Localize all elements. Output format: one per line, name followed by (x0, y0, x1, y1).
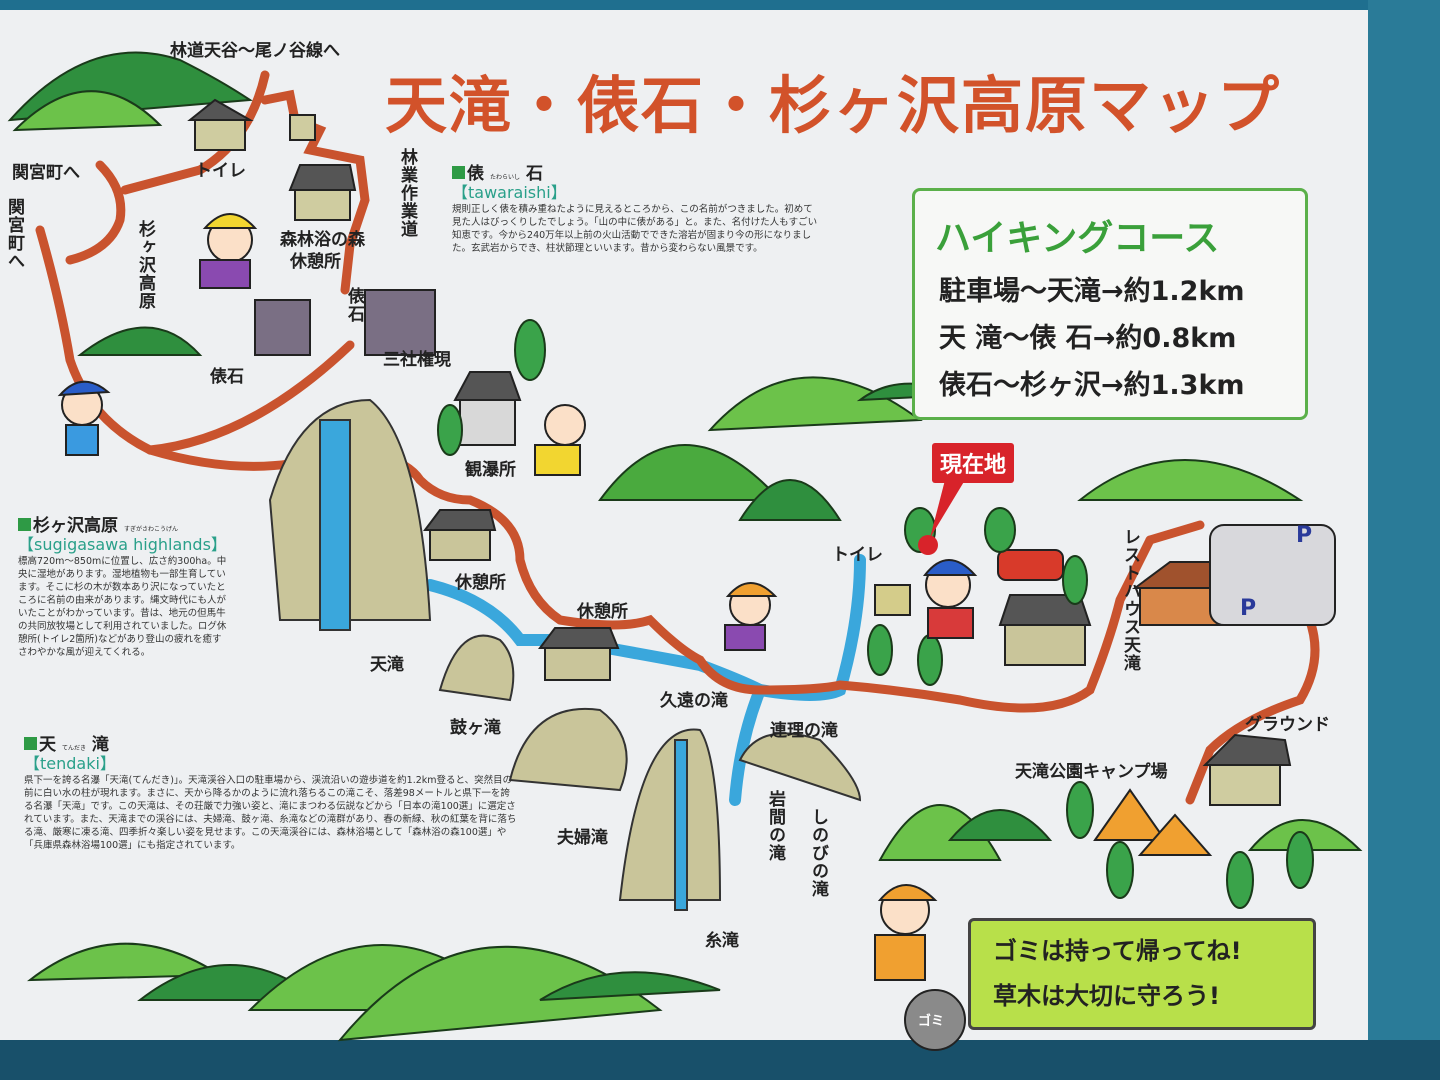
label-ground: グラウンド (1245, 715, 1330, 735)
waterfalls (268, 398, 862, 911)
notice-line: ゴミは持って帰ってね! (993, 937, 1242, 965)
hiking-course-heading: ハイキングコース (935, 218, 1220, 259)
label-kanbakusho: 観瀑所 (465, 460, 516, 480)
hiking-course-panel: ハイキングコース 駐車場～天滝→約1.2km 天 滝～俵 石→約0.8km 俵石… (912, 188, 1308, 420)
notice-panel: ゴミは持って帰ってね! 草木は大切に守ろう! (968, 918, 1316, 1030)
label-renri: 連理の滝 (770, 721, 838, 741)
label-sekinomiya: 関宮町へ (4, 198, 24, 270)
info-title: 杉ヶ沢高原 (33, 516, 118, 536)
label-sekinomiya: 関宮町へ (12, 163, 80, 183)
tawaraishi-rocks (254, 289, 436, 356)
label-rest-house: 休憩所 (577, 602, 628, 622)
mountains (7, 51, 1363, 1042)
garbage-bag-label: ゴミ (918, 1014, 945, 1029)
info-title: 石 (526, 164, 544, 184)
label-forest-road: 林業作業道 (397, 148, 417, 238)
label-shinobi: しのびの滝 (808, 808, 828, 898)
info-title: 天 (39, 735, 56, 755)
hiking-course-row: 駐車場～天滝→約1.2km (939, 276, 1245, 307)
label-tawaraishi: 俵石 (210, 367, 244, 387)
current-location-marker (918, 535, 938, 555)
label-tendaki: 天滝 (370, 655, 404, 675)
info-english: 【tendaki】 (24, 754, 116, 773)
info-title: 俵 (467, 164, 484, 184)
label-camp: 天滝公園キャンプ場 (1015, 762, 1168, 782)
label-sansha: 三社権現 (383, 350, 451, 370)
info-tawaraishi: 俵たわらいし石 【tawaraishi】 規則正しく俵を積み重ねたように見えると… (452, 166, 822, 255)
hiking-course-row: 天 滝～俵 石→約0.8km (939, 323, 1237, 354)
label-rest-house: 休憩所 (290, 252, 341, 272)
info-ruby: たわらいし (490, 174, 521, 181)
info-english: 【tawaraishi】 (452, 183, 567, 202)
info-ruby: すぎがさわこうげん (124, 526, 179, 533)
info-title: 滝 (92, 735, 110, 755)
info-sugigasawa: 杉ヶ沢高原すぎがさわこうげん 【sugigasawa highlands】 標高… (18, 518, 228, 659)
label-tawaraishi: 俵石 (344, 287, 364, 323)
info-ruby: てんだき (62, 745, 87, 752)
hiking-course-row: 俵石～杉ヶ沢→約1.3km (939, 370, 1245, 401)
label-toilet: トイレ (832, 545, 883, 565)
label-toilet: トイレ (195, 161, 246, 181)
info-body: 規則正しく俵を積み重ねたように見えるところから、この名前がつきました。初めて見た… (452, 204, 818, 254)
label-rindo: 林道天谷～尾ノ谷線へ (170, 41, 340, 61)
page-title: 天滝・俵石・杉ヶ沢高原マップ (385, 69, 1282, 142)
buildings (187, 98, 1336, 856)
info-body: 県下一を誇る名瀑「天滝(てんだき)」。天滝渓谷入口の駐車場から、渓流沿いの遊歩道… (24, 775, 517, 851)
label-ito: 糸滝 (705, 931, 739, 951)
hiker-characters (57, 213, 978, 1051)
label-kuon: 久遠の滝 (660, 691, 728, 711)
current-location-label: 現在地 (932, 443, 1015, 483)
info-english: 【sugigasawa highlands】 (18, 535, 227, 554)
trail-paths (35, 70, 1320, 805)
notice-line: 草木は大切に守ろう! (993, 982, 1220, 1010)
label-iwama: 岩間の滝 (765, 790, 785, 862)
parking-label: P (1296, 523, 1313, 548)
parking-label: P (1240, 596, 1257, 621)
info-tendaki: 天てんだき滝 【tendaki】 県下一を誇る名瀑「天滝(てんだき)」。天滝渓谷… (24, 737, 519, 852)
label-shinrinyoku: 森林浴の森 (280, 230, 365, 250)
label-resthouse: レストハウス天滝 (1120, 528, 1140, 672)
label-rest-house: 休憩所 (455, 573, 506, 593)
sign-frame-right (1368, 0, 1440, 1080)
label-tsuzumi: 鼓ヶ滝 (450, 718, 501, 738)
label-sugigasawa: 杉ヶ沢高原 (135, 220, 155, 310)
current-location-pointer (930, 480, 965, 538)
info-body: 標高720m～850mに位置し、広さ約300ha。中央に湿地があります。湿地植物… (18, 556, 227, 658)
sign-frame-bottom (0, 1040, 1440, 1080)
label-meoto: 夫婦滝 (557, 828, 608, 848)
trees (437, 319, 1314, 909)
